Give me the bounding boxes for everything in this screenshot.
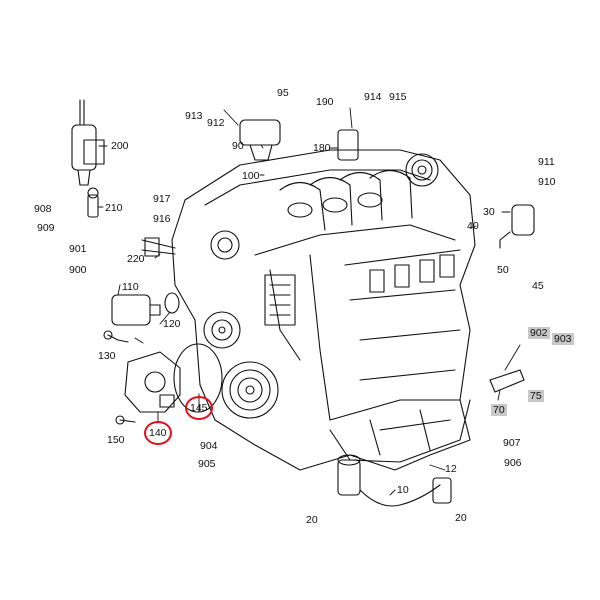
front-pulleys bbox=[203, 230, 279, 419]
throttle-body bbox=[405, 153, 439, 187]
part-label-901: 901 bbox=[69, 243, 87, 255]
part-label-10: 10 bbox=[397, 484, 409, 496]
part-label-909: 909 bbox=[37, 222, 55, 234]
part-label-140[interactable]: 140 bbox=[149, 427, 167, 439]
part-label-220: 220 bbox=[127, 253, 145, 265]
part-110-sensor bbox=[111, 294, 161, 326]
oil-filter-housing bbox=[264, 274, 296, 326]
part-label-20-right: 20 bbox=[455, 512, 467, 524]
part-30-sensor bbox=[499, 204, 535, 249]
part-label-917: 917 bbox=[153, 193, 171, 205]
part-label-900: 900 bbox=[69, 264, 87, 276]
part-label-190: 190 bbox=[316, 96, 334, 108]
part-label-905: 905 bbox=[198, 458, 216, 470]
part-label-30: 30 bbox=[483, 206, 495, 218]
part-label-903: 903 bbox=[552, 333, 574, 345]
part-label-45: 45 bbox=[532, 280, 544, 292]
part-label-911: 911 bbox=[538, 156, 555, 168]
part-label-914: 914 bbox=[364, 91, 382, 103]
part-label-912: 912 bbox=[207, 117, 225, 129]
part-label-50: 50 bbox=[497, 264, 509, 276]
part-label-110: 110 bbox=[122, 281, 139, 293]
part-label-120: 120 bbox=[163, 318, 181, 330]
part-label-913: 913 bbox=[185, 110, 203, 122]
part-label-12: 12 bbox=[445, 463, 457, 475]
highlight-ring-145 bbox=[185, 396, 213, 420]
part-label-130: 130 bbox=[98, 350, 116, 362]
part-label-902: 902 bbox=[528, 327, 550, 339]
part-200-sensor bbox=[71, 99, 105, 186]
part-90-sensor bbox=[239, 119, 281, 161]
part-label-908: 908 bbox=[34, 203, 52, 215]
part-label-907: 907 bbox=[503, 437, 521, 449]
part-label-100: 100 bbox=[242, 170, 260, 182]
part-label-70: 70 bbox=[491, 404, 507, 416]
part-150-head bbox=[115, 415, 125, 425]
coil-row bbox=[369, 254, 455, 293]
part-120-ring bbox=[164, 292, 180, 314]
part-label-910: 910 bbox=[538, 176, 556, 188]
part-130-head bbox=[103, 330, 113, 340]
part-label-904: 904 bbox=[200, 440, 218, 452]
part-label-906: 906 bbox=[504, 457, 522, 469]
part-label-200: 200 bbox=[111, 140, 129, 152]
part-220-sensor bbox=[141, 237, 176, 257]
part-label-20-left: 20 bbox=[306, 514, 318, 526]
part-label-95: 95 bbox=[277, 87, 289, 99]
part-label-180: 180 bbox=[313, 142, 331, 154]
part-label-916: 916 bbox=[153, 213, 171, 225]
part-130-bolt bbox=[107, 334, 129, 343]
part-10-sensor bbox=[337, 454, 452, 507]
part-label-75: 75 bbox=[528, 390, 544, 402]
part-label-145[interactable]: 145 bbox=[190, 402, 208, 414]
part-70-sensor bbox=[489, 369, 525, 393]
engine-block bbox=[171, 149, 476, 471]
part-150-bolt bbox=[119, 419, 136, 423]
part-label-40: 40 bbox=[467, 220, 479, 232]
intake-runners bbox=[279, 169, 413, 231]
part-label-210: 210 bbox=[105, 202, 123, 214]
highlight-ring-140 bbox=[144, 421, 172, 445]
part-label-915: 915 bbox=[389, 91, 407, 103]
part-180-sensor bbox=[337, 129, 359, 161]
part-140-housing bbox=[124, 351, 181, 413]
part-label-150: 150 bbox=[107, 434, 125, 446]
oil-pan bbox=[329, 399, 471, 463]
part-label-90: 90 bbox=[232, 140, 244, 152]
part-210-plug bbox=[87, 187, 99, 218]
